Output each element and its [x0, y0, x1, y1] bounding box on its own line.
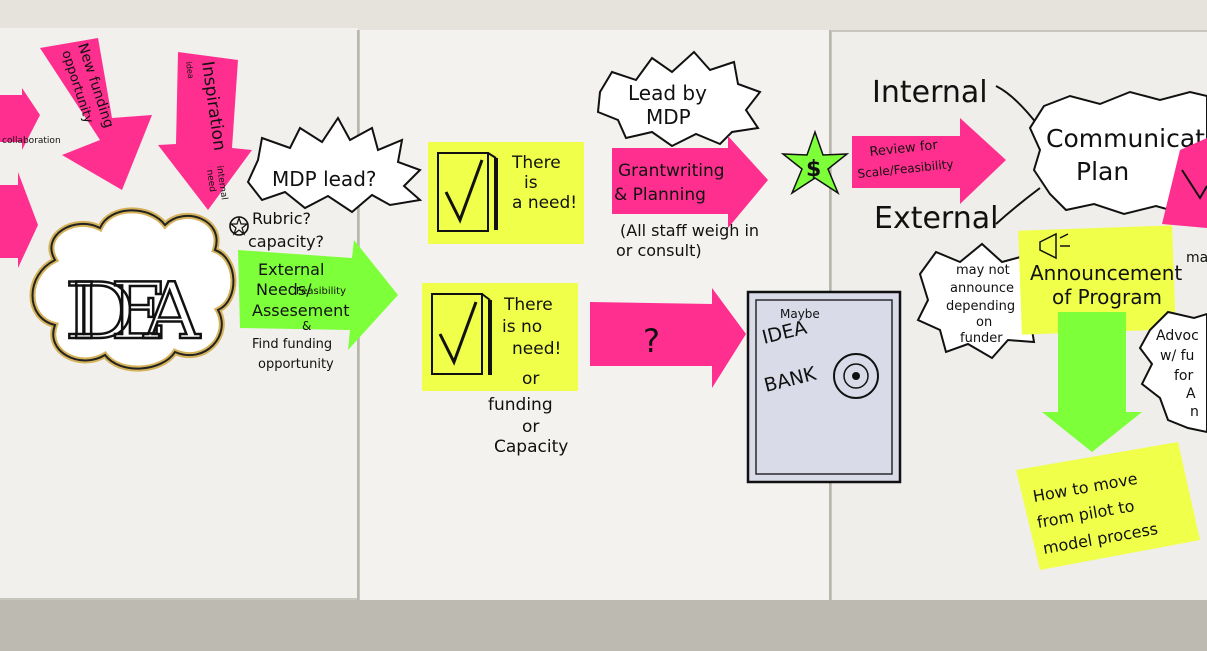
all-staff-text-2: or consult) — [616, 241, 702, 260]
pink-arrow-inspiration — [158, 52, 252, 210]
pink-arrow-grantwriting — [612, 136, 768, 228]
checkmark-icon-1 — [444, 159, 484, 224]
lead-by-text-2: MDP — [646, 105, 691, 129]
vault-dial-center — [852, 372, 860, 380]
floor-strip — [0, 600, 1207, 651]
lead-by-mdp-bubble — [596, 50, 762, 148]
pink-arrow-new-funding — [40, 38, 152, 190]
idea-cloud-text: IDEA — [65, 267, 202, 357]
need-no-text-1: There — [503, 295, 553, 315]
rubric-text: Rubric? — [252, 209, 311, 228]
external-needs-text-1: External — [258, 260, 324, 279]
review-text-1: Review for — [869, 138, 939, 160]
pink-arrow-left-edge — [0, 172, 38, 268]
pink-note-right-edge — [1162, 138, 1207, 228]
megaphone-icon — [1039, 232, 1070, 260]
maybe-faint-text: Maybe — [780, 307, 820, 321]
advoc-text-5: n — [1190, 404, 1199, 420]
advoc-text-1: Advoc — [1156, 328, 1199, 344]
mdp-lead-text: MDP lead? — [272, 167, 377, 191]
assessment-text: Assesement — [252, 301, 349, 320]
dollar-star-icon — [780, 129, 850, 195]
announcement-text-2: of Program — [1052, 285, 1162, 309]
advocacy-bubble-partial — [1138, 310, 1207, 434]
dollar-text: $ — [806, 157, 821, 182]
comm-plan-text-1: Communication — [1046, 124, 1207, 153]
vault-dial-icon — [833, 353, 879, 399]
need-yes-text-2: is — [524, 173, 538, 193]
idea-cloud-outline — [31, 209, 235, 370]
announcement-text-1: Announcement — [1030, 261, 1182, 285]
comm-plan-text-2: Plan — [1076, 157, 1129, 186]
note-announcement — [1018, 225, 1176, 335]
idea-small-text: idea — [184, 61, 195, 79]
note-how-to-move — [1016, 442, 1200, 570]
need-yes-text-1: There — [511, 153, 561, 173]
checkbox-need-yes — [437, 152, 489, 232]
find-funding-text-2: opportunity — [258, 357, 334, 372]
advoc-text-4: A — [1186, 386, 1196, 402]
pink-arrow-question — [590, 288, 746, 388]
need-yes-text-3: a need! — [512, 193, 577, 213]
idea-bank-inner-frame — [755, 299, 893, 475]
find-funding-text-1: Find funding — [252, 337, 332, 352]
pink-note-arrow-mark — [1181, 169, 1207, 200]
may-not-text-1: may not — [956, 263, 1010, 278]
external-connector-line — [995, 187, 1041, 225]
ma-partial-text: ma — [1186, 250, 1207, 266]
internal-text: Internal — [872, 75, 988, 110]
advoc-text-3: for — [1174, 368, 1193, 384]
need-no-text-3: need! — [512, 339, 561, 359]
internal-need-text: internal — [214, 165, 229, 201]
checkbox-side-1 — [487, 152, 497, 159]
need-no-text-2: is no — [502, 317, 542, 337]
pink-arrow-collab — [0, 88, 40, 150]
capacity-text: Capacity — [494, 437, 568, 457]
external-needs-text-2: Needs/ — [256, 280, 312, 299]
checkbox-side-2 — [481, 293, 491, 301]
or-text-1: or — [522, 369, 539, 389]
need-word-text: need — [204, 169, 217, 193]
question-mark-text: ? — [643, 322, 660, 360]
lead-by-text-1: Lead by — [628, 81, 707, 105]
all-staff-text-1: (All staff weigh in — [620, 221, 759, 240]
may-not-text-4: on — [976, 315, 992, 330]
advoc-text-2: w/ fu — [1160, 348, 1194, 364]
checkbox-need-no — [431, 293, 483, 375]
collaboration-text: collaboration — [2, 136, 61, 146]
checkmark-icon-2 — [438, 301, 478, 366]
star-icon — [229, 216, 249, 236]
may-not-text-3: depending — [946, 299, 1015, 314]
green-arrow-external-needs — [238, 240, 398, 350]
external-text: External — [874, 201, 998, 236]
vault-dial-inner — [843, 363, 869, 389]
mdp-lead-bubble — [246, 116, 423, 214]
note-there-is-a-need — [428, 142, 584, 244]
wall-top-strip — [0, 0, 1207, 30]
may-not-text-2: announce — [950, 281, 1014, 296]
funding-text: funding — [488, 395, 553, 415]
capacity-question-text: capacity? — [248, 232, 324, 251]
grantwriting-text-2: & Planning — [614, 185, 706, 205]
ampersand-text: & — [302, 319, 311, 333]
green-arrow-down — [1042, 312, 1142, 452]
or-text-2: or — [522, 417, 539, 437]
pink-arrow-review — [852, 118, 1006, 204]
feasibility-text: Feasibility — [296, 286, 346, 297]
grantwriting-text-1: Grantwriting — [618, 161, 725, 181]
may-not-text-5: funder — [960, 331, 1003, 346]
